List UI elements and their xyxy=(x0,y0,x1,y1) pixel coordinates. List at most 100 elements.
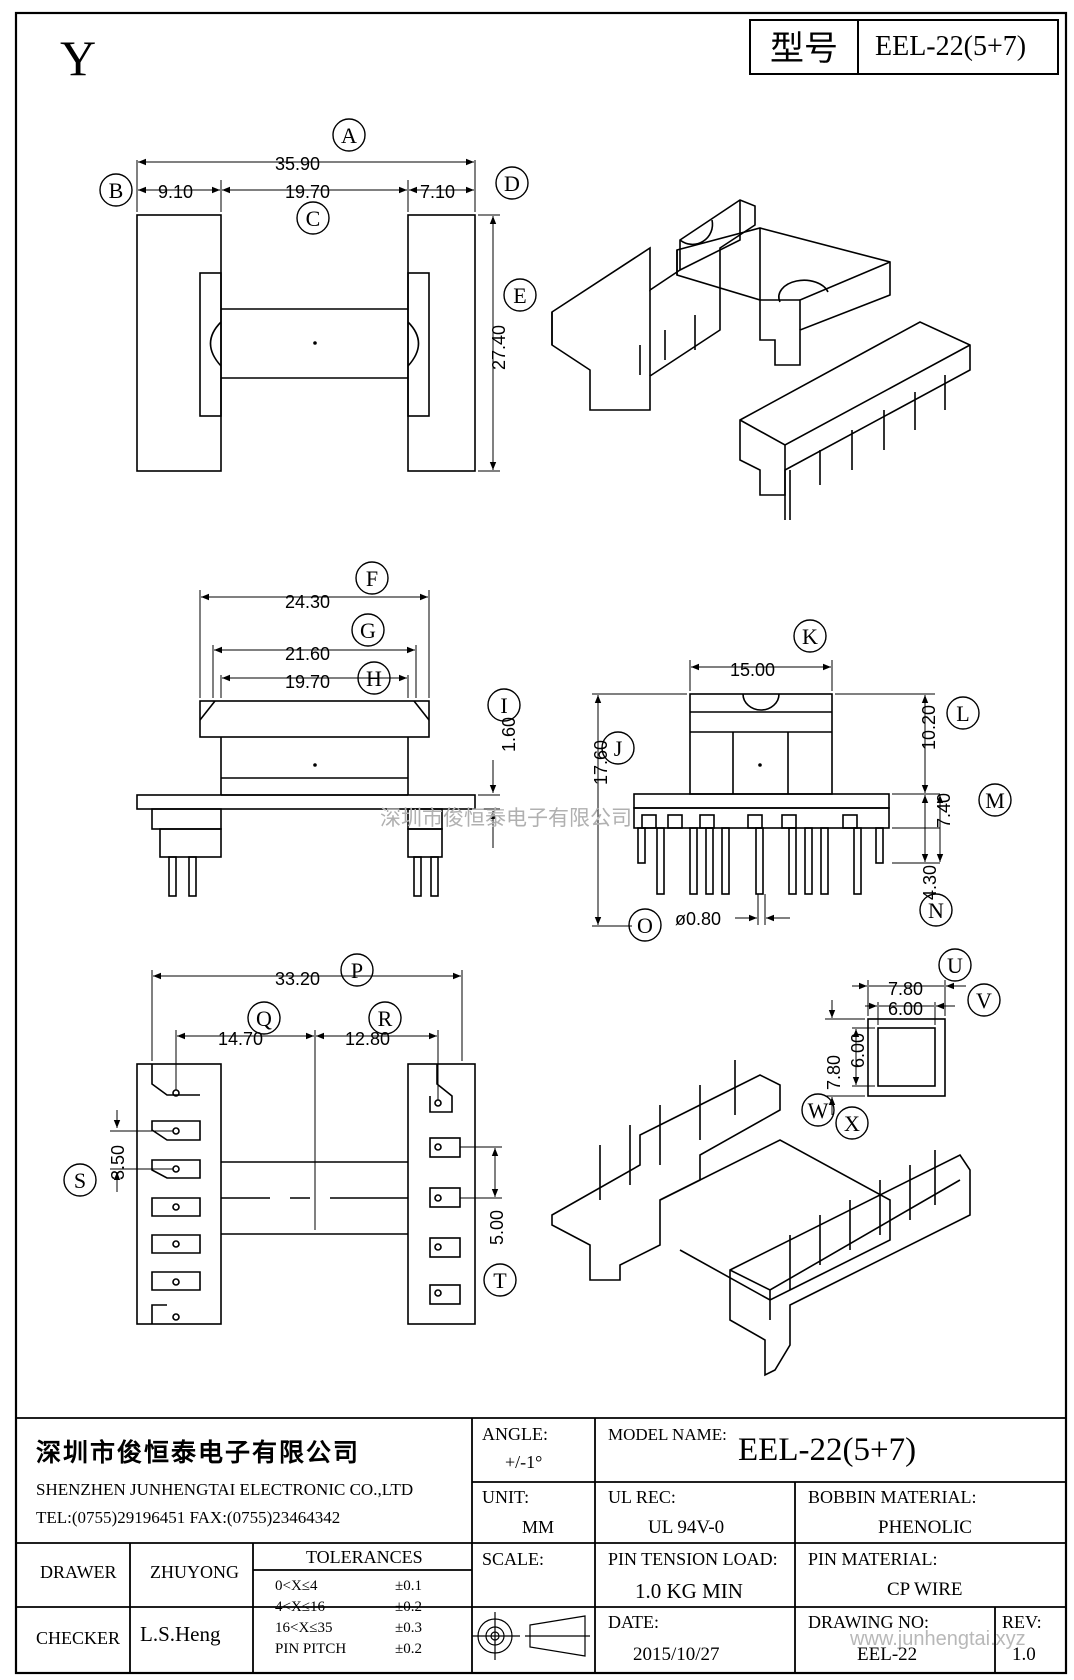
dimension-value-V: 6.00 xyxy=(888,999,923,1019)
dimension-value-U: 7.80 xyxy=(888,979,923,999)
model-name-label: MODEL NAME: xyxy=(608,1425,727,1444)
callout-letter-V: V xyxy=(976,988,992,1013)
checker-value: L.S.Heng xyxy=(140,1622,221,1646)
dimension-value-H: 19.70 xyxy=(285,672,330,692)
callout-circle-N xyxy=(919,893,953,927)
callout-circle-V xyxy=(967,983,1001,1017)
bobbin-material-label: BOBBIN MATERIAL: xyxy=(808,1487,977,1507)
callout-letter-S: S xyxy=(74,1168,86,1193)
callout-circle-T xyxy=(483,1263,517,1297)
dimension-value-T: 5.00 xyxy=(487,1210,507,1245)
callout-letter-X: X xyxy=(844,1111,860,1136)
callout-circle-I xyxy=(487,688,521,722)
callout-letter-M: M xyxy=(985,788,1005,813)
dimension-value-N: 4.30 xyxy=(920,865,940,900)
dimension-value-P: 33.20 xyxy=(275,969,320,989)
callout-circle-S xyxy=(63,1163,97,1197)
isometric-view-top xyxy=(551,199,971,520)
callout-letter-P: P xyxy=(351,958,363,983)
dimension-value-B: 9.10 xyxy=(158,182,193,202)
callout-circle-G xyxy=(351,613,385,647)
callout-circle-U xyxy=(938,948,972,982)
callout-letter-N: N xyxy=(928,898,944,923)
watermark-url: www.junhengtai.xyz xyxy=(849,1628,1026,1650)
callout-circle-W xyxy=(801,1093,835,1127)
callout-letter-O: O xyxy=(637,913,653,938)
checker-label: CHECKER xyxy=(36,1628,121,1648)
tolerance-row: 4<X≤16±0.2 xyxy=(275,1599,422,1615)
callout-letter-J: J xyxy=(614,736,623,761)
callout-circle-Q xyxy=(247,1001,281,1035)
callout-circle-A xyxy=(332,118,366,152)
callout-circle-K xyxy=(793,619,827,653)
callout-letter-E: E xyxy=(513,283,526,308)
corner-mark: Y xyxy=(60,30,96,86)
callout-letter-C: C xyxy=(306,206,321,231)
callout-circle-R xyxy=(368,1001,402,1035)
callout-circle-J xyxy=(601,731,635,765)
tolerance-row: 0<X≤4±0.1 xyxy=(275,1578,422,1594)
ul-rec-label: UL REC: xyxy=(608,1487,676,1507)
pin-section-detail xyxy=(825,980,966,1115)
callout-letter-U: U xyxy=(947,953,963,978)
company-name-en: SHENZHEN JUNHENGTAI ELECTRONIC CO.,LTD xyxy=(36,1480,414,1499)
dimension-value-K: 15.00 xyxy=(730,660,775,680)
tolerance-row: 16<X≤35±0.3 xyxy=(275,1620,422,1636)
dimension-value-Q: 14.70 xyxy=(218,1029,263,1049)
scale-label: SCALE: xyxy=(482,1549,545,1569)
dimension-value-J: 17.60 xyxy=(591,740,611,785)
dimension-value-E: 27.40 xyxy=(489,325,509,370)
dimension-value-O: ø0.80 xyxy=(675,909,721,929)
callout-circle-D xyxy=(495,166,529,200)
company-name-cn: 深圳市俊恒泰电子有限公司 xyxy=(36,1440,361,1467)
drawing-no-value: EEL-22 xyxy=(857,1644,918,1665)
callout-letter-R: R xyxy=(378,1006,393,1031)
tolerance-table: 0<X≤4±0.1 4<X≤16±0.2 16<X≤35±0.3 PIN PIT… xyxy=(275,1576,422,1660)
dimension-value-C: 19.70 xyxy=(285,182,330,202)
drawer-label: DRAWER xyxy=(40,1562,117,1582)
angle-value: +/-1° xyxy=(505,1452,543,1472)
callout-circle-B xyxy=(99,173,133,207)
callout-circle-E xyxy=(503,278,537,312)
callout-circle-P xyxy=(340,953,374,987)
tolerances-label: TOLERANCES xyxy=(306,1547,423,1567)
isometric-view-bottom xyxy=(551,1060,971,1377)
sheet-border xyxy=(14,11,1068,1675)
title-block-grid xyxy=(16,1417,1066,1673)
unit-value: MM xyxy=(522,1517,555,1537)
callout-letter-Q: Q xyxy=(256,1006,272,1031)
drawing-no-label: DRAWING NO: xyxy=(808,1612,930,1632)
dimension-value-A: 35.90 xyxy=(275,154,320,174)
pin-tension-value: 1.0 KG MIN xyxy=(635,1579,743,1603)
bobbin-material-value: PHENOLIC xyxy=(878,1517,972,1538)
model-header-box: 型号 EEL-22(5+7) xyxy=(749,19,1059,75)
drawer-value: ZHUYONG xyxy=(150,1562,239,1582)
model-header-label: 型号 xyxy=(770,31,838,68)
callout-letter-B: B xyxy=(109,178,124,203)
date-value: 2015/10/27 xyxy=(633,1644,720,1665)
dimension-value-X: 6.00 xyxy=(848,1033,868,1068)
ul-rec-value: UL 94V-0 xyxy=(648,1517,725,1538)
dimension-value-F: 24.30 xyxy=(285,592,330,612)
callout-letter-A: A xyxy=(341,123,357,148)
dimension-value-S: 3.50 xyxy=(108,1145,128,1180)
dimension-value-M: 7.40 xyxy=(934,793,954,828)
pin-material-label: PIN MATERIAL: xyxy=(808,1549,938,1569)
dimension-value-D: 7.10 xyxy=(420,182,455,202)
pin-material-value: CP WIRE xyxy=(887,1579,963,1600)
callout-letter-L: L xyxy=(956,701,969,726)
projection-symbol xyxy=(472,1612,590,1660)
callout-letter-T: T xyxy=(493,1268,507,1293)
angle-label: ANGLE: xyxy=(482,1424,548,1444)
callout-letter-W: W xyxy=(808,1098,829,1123)
model-name-value: EEL-22(5+7) xyxy=(738,1432,917,1468)
unit-label: UNIT: xyxy=(482,1487,530,1507)
watermark-company: 深圳市俊恒泰电子有限公司 xyxy=(380,806,632,830)
callout-circle-C xyxy=(296,201,330,235)
callout-letter-K: K xyxy=(802,624,818,649)
top-view xyxy=(136,158,500,472)
callout-letter-G: G xyxy=(360,618,376,643)
callout-letter-F: F xyxy=(366,566,378,591)
front-view xyxy=(136,590,500,897)
